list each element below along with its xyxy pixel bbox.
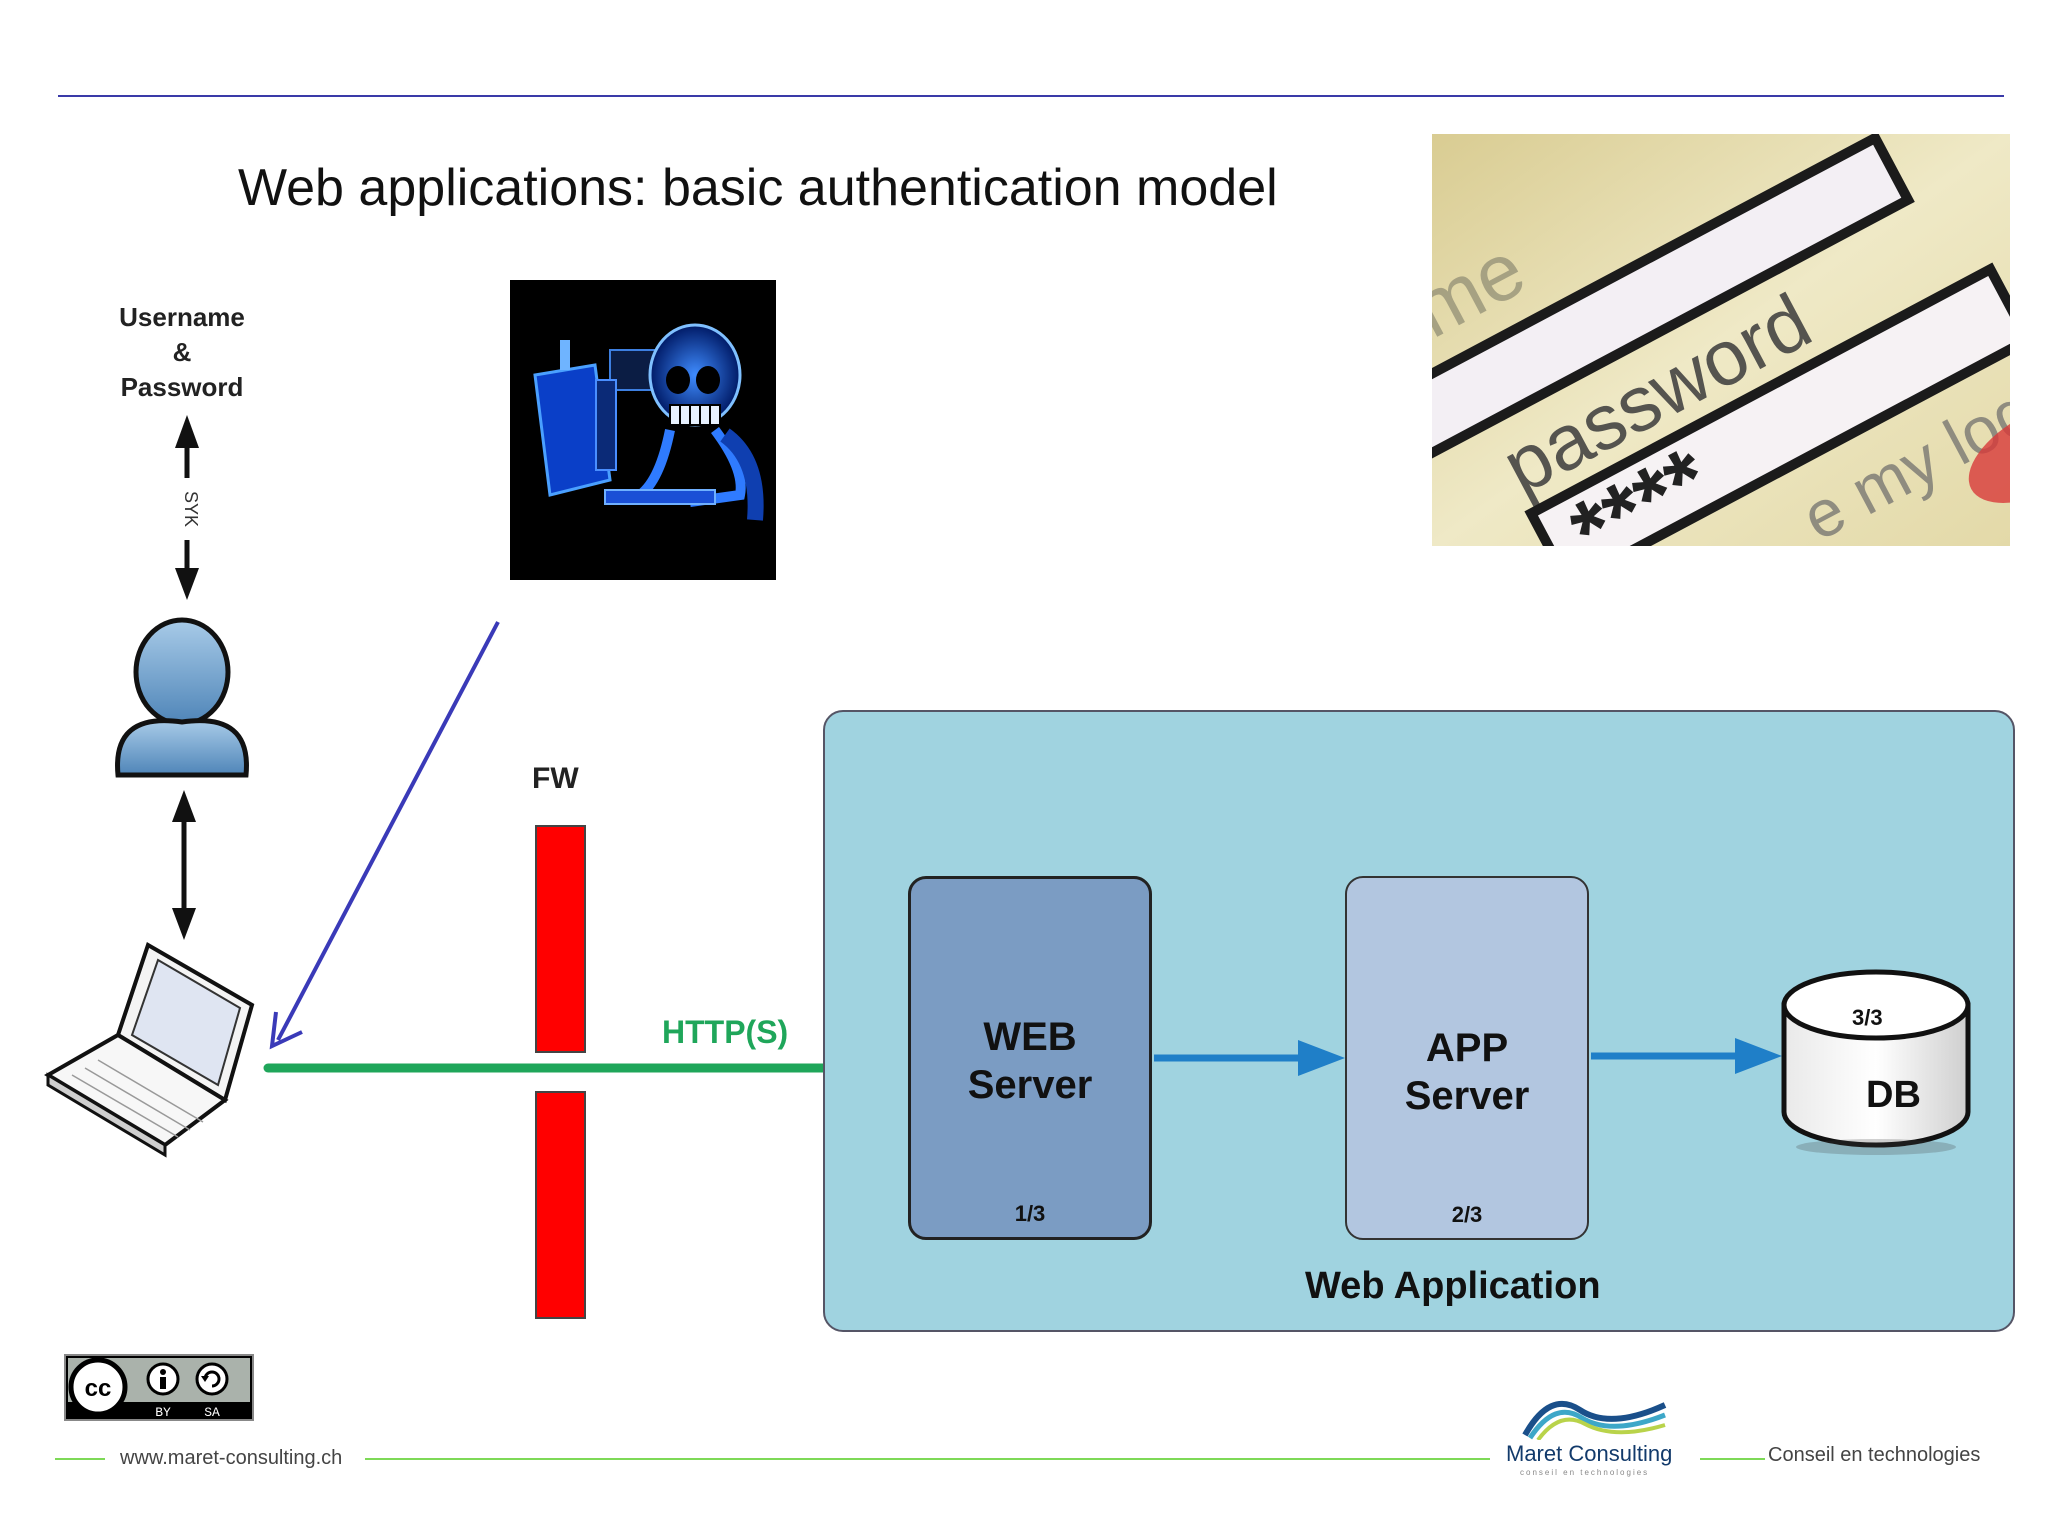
credentials-username: Username bbox=[119, 302, 245, 332]
cc-symbol: cc bbox=[85, 1375, 112, 1402]
footer-tagline: Conseil en technologies bbox=[1768, 1444, 1981, 1466]
database-label: DB bbox=[1866, 1074, 1921, 1116]
web-server-step: 1/3 bbox=[1014, 1201, 1046, 1226]
hacker-image bbox=[510, 280, 776, 580]
credentials-arrow bbox=[175, 415, 199, 600]
firewall bbox=[535, 825, 586, 1319]
database-step: 3/3 bbox=[1852, 1005, 1883, 1030]
web-server-box: WEB Server 1/3 bbox=[908, 876, 1152, 1240]
credentials-channel-label: SYK bbox=[181, 490, 201, 528]
footer-brand: Maret Consulting bbox=[1506, 1441, 1673, 1466]
attack-arrow bbox=[269, 621, 500, 1050]
database-icon bbox=[1781, 969, 1971, 1155]
firewall-label: FW bbox=[532, 762, 579, 795]
app-server-step: 2/3 bbox=[1451, 1202, 1483, 1227]
cc-sa-label: SA bbox=[204, 1405, 220, 1419]
slide-title: Web applications: basic authentication m… bbox=[238, 159, 1278, 217]
web-application-label: Web Application bbox=[1305, 1265, 1601, 1307]
web-to-app-arrow bbox=[1154, 1040, 1345, 1076]
user-icon bbox=[115, 617, 249, 778]
footer-brand-sub: conseil en technologies bbox=[1520, 1468, 1650, 1477]
http-label: HTTP(S) bbox=[662, 1014, 789, 1050]
app-to-db-arrow bbox=[1591, 1038, 1782, 1074]
maret-logo bbox=[1520, 1390, 1670, 1442]
credentials-ampersand: & bbox=[172, 337, 192, 367]
web-server-name: WEB Server bbox=[967, 1015, 1093, 1107]
cc-by-label: BY bbox=[155, 1405, 171, 1419]
app-server-box: APP Server 2/3 bbox=[1345, 876, 1589, 1240]
user-laptop-arrow bbox=[172, 790, 196, 940]
credentials-password: Password bbox=[120, 372, 244, 402]
footer-url[interactable]: www.maret-consulting.ch bbox=[120, 1447, 343, 1469]
laptop-icon bbox=[44, 942, 255, 1158]
header-rule bbox=[58, 95, 2004, 97]
app-server-name: APP Server bbox=[1404, 1026, 1530, 1118]
credentials-label: Username & Password bbox=[92, 300, 272, 405]
password-form-image: ame password **** e my login bbox=[1432, 134, 2010, 546]
cc-by-sa-badge: cc BY SA bbox=[64, 1354, 254, 1421]
